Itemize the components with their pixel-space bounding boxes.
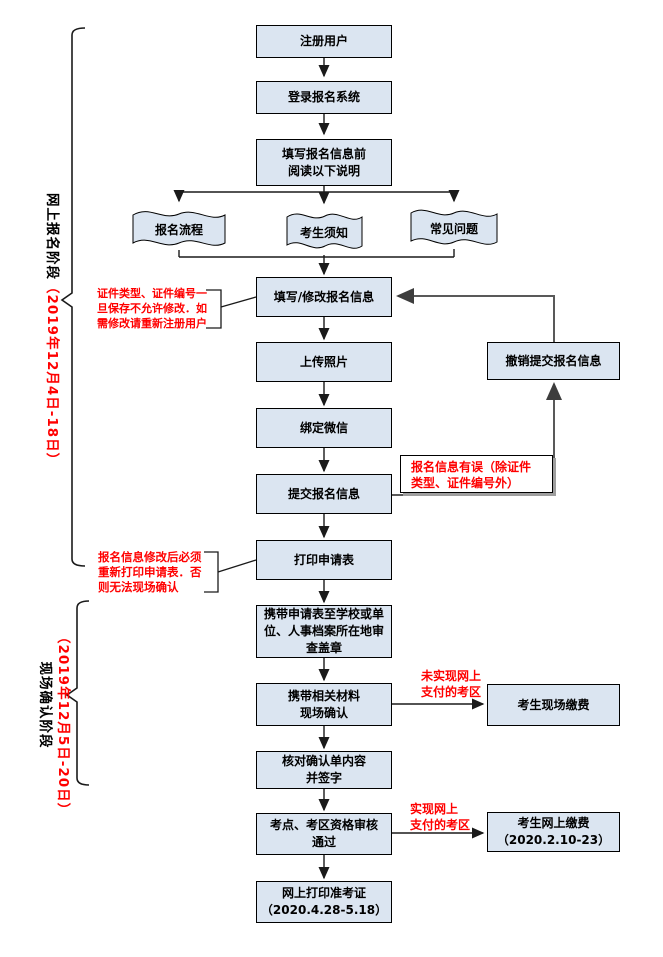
node-online-payment: 考生网上缴费 （2020.2.10-23）	[487, 812, 620, 852]
stage-label-online-registration: 网上报名阶段（2019年12月4日-18日）	[42, 193, 62, 467]
doc-shape-notice	[286, 213, 363, 249]
stage2-brace	[65, 600, 90, 786]
doc-faq: 常见问题	[429, 221, 478, 236]
note-info-error-callout: 报名信息有误（除证件 类型、证件编号外）	[400, 455, 553, 493]
doc-shape-faq	[410, 209, 498, 245]
node-review-stamp: 携带申请表至学校或单 位、人事档案所在地审 查盖章	[256, 605, 392, 658]
cancel-loop-connector	[392, 288, 562, 496]
stage1-date: （2019年12月4日-18日）	[44, 280, 60, 468]
doc-shape-process	[132, 211, 226, 246]
node-qualification-passed: 考点、考区资格审核 通过	[256, 813, 392, 855]
note-online-payment-areas: 实现网上 支付的考区	[410, 802, 471, 832]
node-onsite-confirmation: 携带相关材料 现场确认	[256, 683, 392, 726]
node-upload-photo: 上传照片	[256, 342, 392, 382]
node-fill-modify-info: 填写/修改报名信息	[256, 277, 392, 317]
cert-note-bracket	[206, 289, 257, 329]
node-login-system: 登录报名系统	[256, 81, 392, 114]
node-verify-and-sign: 核对确认单内容 并签字	[256, 751, 392, 789]
stage2-title: 现场确认阶段	[37, 661, 53, 749]
stage-label-onsite-confirmation: （2019年12月5日-20日） 现场确认阶段	[36, 630, 72, 818]
node-print-application-form: 打印申请表	[256, 540, 392, 580]
node-bind-wechat: 绑定微信	[256, 408, 392, 448]
stage1-title: 网上报名阶段	[44, 193, 60, 280]
node-submit-info: 提交报名信息	[256, 474, 392, 514]
node-print-admission-ticket: 网上打印准考证 （2020.4.28-5.18）	[256, 881, 392, 923]
note-reprint-required: 报名信息修改后必须 重新打印申请表．否 则无法现场确认	[98, 550, 202, 594]
node-register-user: 注册用户	[256, 25, 392, 58]
reprint-note-bracket	[204, 551, 257, 593]
doc-registration-process: 报名流程	[154, 222, 203, 237]
stage2-date: （2019年12月5日-20日）	[55, 630, 71, 818]
flow-arrows	[173, 58, 460, 880]
note-certificate-locked: 证件类型、证件编号一 旦保存不允许修改．如 需修改请重新注册用户	[97, 287, 207, 330]
node-onsite-payment: 考生现场缴费	[487, 684, 620, 726]
doc-candidate-notice: 考生须知	[299, 225, 348, 240]
node-read-instructions: 填写报名信息前 阅读以下说明	[256, 139, 392, 186]
node-cancel-submission: 撤销提交报名信息	[487, 342, 620, 380]
note-offline-payment-areas: 未实现网上 支付的考区	[421, 669, 482, 699]
stage1-brace	[60, 27, 86, 567]
